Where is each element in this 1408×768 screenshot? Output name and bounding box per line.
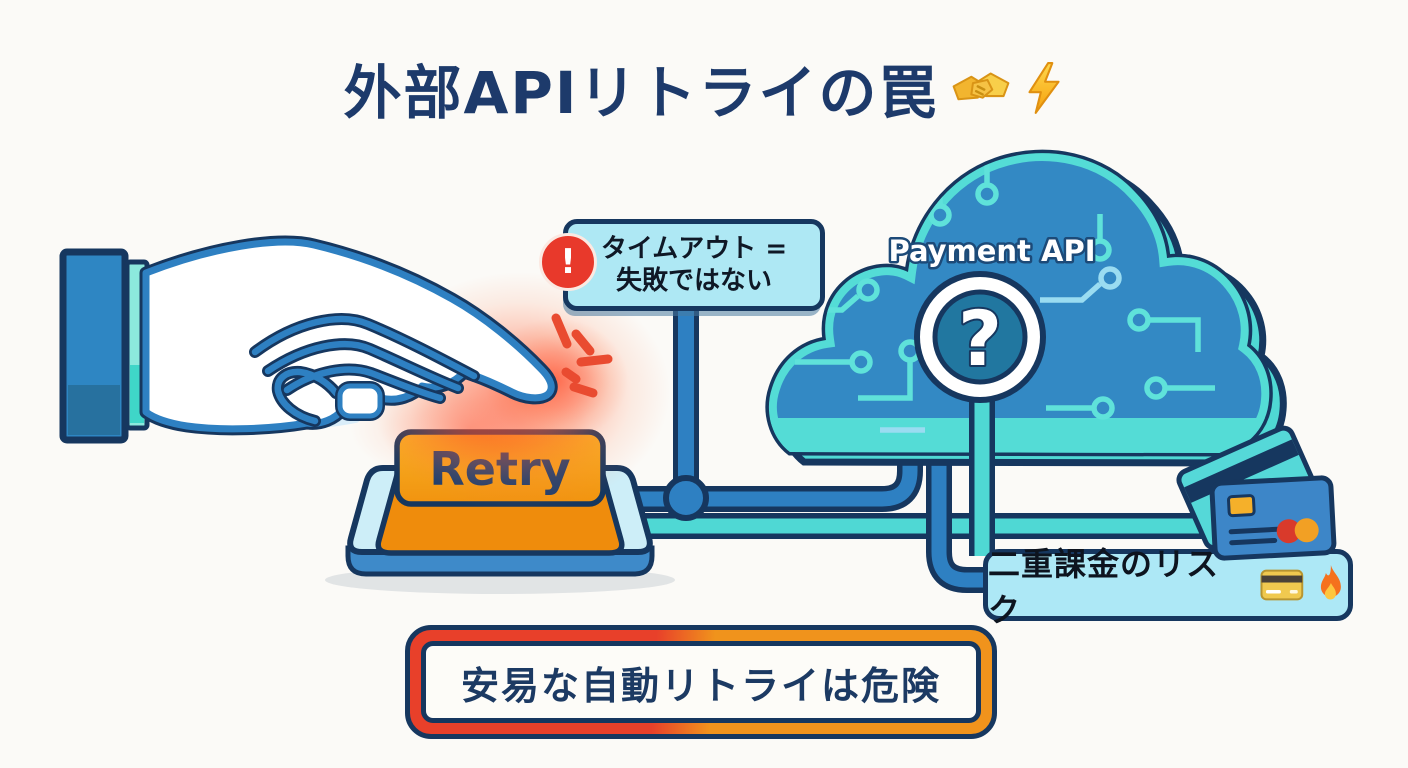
hand-graphic	[59, 235, 558, 444]
callout-line2: 失敗ではない	[615, 266, 772, 296]
alert-glyph: !	[560, 242, 576, 282]
circuit-traces	[795, 158, 1215, 420]
question-mark-icon: ?	[914, 271, 1046, 403]
credit-cards-graphic	[1172, 421, 1348, 568]
card-logo-circle-orange	[1294, 517, 1320, 543]
page-title: 外部APIリトライの罠	[0, 46, 1408, 130]
warning-banner: 安易な自動リトライは危険	[405, 625, 997, 739]
cloud-label: Payment API	[888, 234, 1095, 268]
credit-card-front	[1208, 474, 1338, 562]
fire-icon	[1321, 565, 1342, 600]
risk-label-text: 二重課金のリスク	[988, 545, 1220, 629]
handshake-icon	[953, 72, 1010, 101]
wire-junction-node	[663, 475, 709, 521]
title-text: 外部APIリトライの罠	[343, 59, 939, 127]
finger-lines	[249, 313, 480, 427]
timeout-callout: タイムアウト = 失敗ではない	[563, 219, 825, 311]
spark-lines	[551, 313, 613, 398]
lightning-icon	[1028, 62, 1061, 114]
double-billing-risk-label: 二重課金のリスク	[983, 545, 1353, 629]
alert-icon: !	[539, 233, 597, 291]
circuit-traces-light	[880, 266, 1122, 433]
banner-text: 安易な自動リトライは危険	[460, 663, 941, 708]
card-chip	[1226, 493, 1256, 518]
credit-card-icon	[1260, 569, 1304, 601]
callout-line1: タイムアウト =	[600, 233, 788, 264]
payment-cloud-graphic: ? Payment API	[765, 149, 1287, 556]
question-glyph: ?	[958, 294, 1002, 383]
